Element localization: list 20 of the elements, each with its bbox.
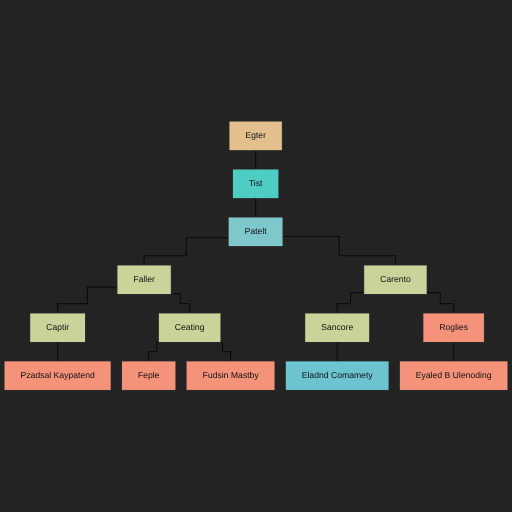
node-box: Feple <box>121 361 176 391</box>
node-box: Roglies <box>422 313 484 343</box>
node-box: Patelt <box>228 217 284 247</box>
connector <box>282 236 396 266</box>
connector <box>57 286 118 314</box>
node-box: Eyaled B Ulenoding <box>399 361 508 391</box>
connector <box>336 292 364 314</box>
node-box: Ceating <box>158 313 221 343</box>
node-box: Eladnd Comamety <box>285 361 390 391</box>
node-box: Sancore <box>304 313 370 343</box>
node-box: Carento <box>364 265 428 295</box>
node-box: Tist <box>232 169 279 199</box>
node-box: Captir <box>30 313 86 343</box>
node-box: Pzadsal Kaypatend <box>4 361 112 391</box>
connector <box>144 237 228 266</box>
connector <box>171 294 190 314</box>
node-box: Fudsin Mastby <box>186 361 276 391</box>
node-box: Faller <box>116 265 172 295</box>
connector <box>426 292 454 314</box>
node-box: Egter <box>228 121 282 151</box>
